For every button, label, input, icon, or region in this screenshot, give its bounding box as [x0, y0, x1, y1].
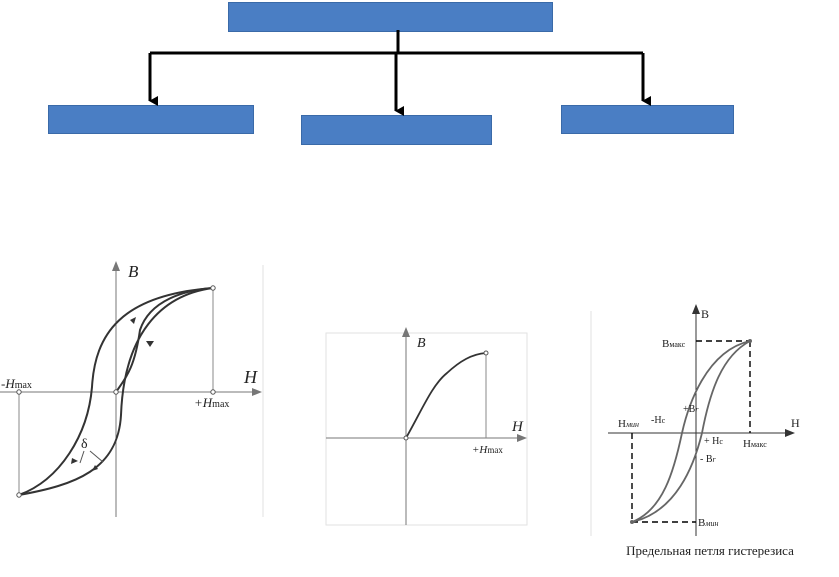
arrow-mark	[92, 465, 98, 471]
hmax-label: Hмакс	[743, 438, 767, 450]
panel-border	[325, 332, 528, 526]
hysteresis-loop-graph: B H -Hmax +Hmax δ	[0, 261, 264, 517]
descending-branch	[18, 287, 214, 496]
y-axis-arrow	[112, 261, 120, 271]
initial-curve	[115, 287, 214, 393]
ascending-branch	[18, 287, 214, 496]
magnetization-curve	[405, 352, 487, 439]
connector-arrows	[148, 30, 651, 116]
y-axis-label: B	[128, 262, 139, 281]
delta-label: δ	[81, 437, 88, 452]
y-axis-arrow	[692, 304, 700, 314]
arrow-mark	[146, 341, 154, 347]
neg-hmax-label: -Hmax	[1, 376, 32, 391]
pos-hc-label: + Hc	[704, 436, 723, 447]
pos-hmax-label: +Hmax	[472, 444, 503, 456]
top-box	[228, 2, 553, 32]
bmin-label: Bмин	[698, 517, 718, 529]
middle-box	[301, 115, 492, 145]
y-axis-arrow	[402, 327, 410, 337]
y-axis-label: B	[417, 336, 426, 351]
hmin-label: Hмин	[618, 418, 639, 430]
lower-branch	[631, 340, 751, 523]
x-axis-arrow	[785, 429, 795, 437]
pos-hmax-label: +Hmax	[194, 395, 229, 410]
left-box	[48, 105, 254, 134]
x-axis-label: H	[791, 416, 800, 430]
x-axis-arrow	[252, 388, 262, 396]
upper-branch	[631, 340, 751, 523]
x-axis-label: H	[511, 419, 524, 435]
bmax-label: Bмакс	[662, 338, 686, 350]
arrow-mark	[130, 317, 136, 324]
limit-hysteresis-graph: B H Bмакс Bмин Hмакс Hмин +Br -Hc + Hc -…	[590, 304, 800, 536]
limit-loop-caption: Предельная петля гистерезиса	[626, 543, 794, 558]
pos-br-label: +Br	[683, 404, 699, 415]
y-axis-label: B	[701, 307, 709, 321]
neg-br-label: - Br	[700, 454, 717, 465]
initial-magnetization-graph: B H +Hmax	[325, 327, 528, 526]
x-axis-arrow	[517, 434, 527, 442]
neg-hc-label: -Hc	[651, 415, 666, 426]
x-axis-label: H	[243, 367, 258, 387]
arrow-mark	[71, 458, 78, 464]
